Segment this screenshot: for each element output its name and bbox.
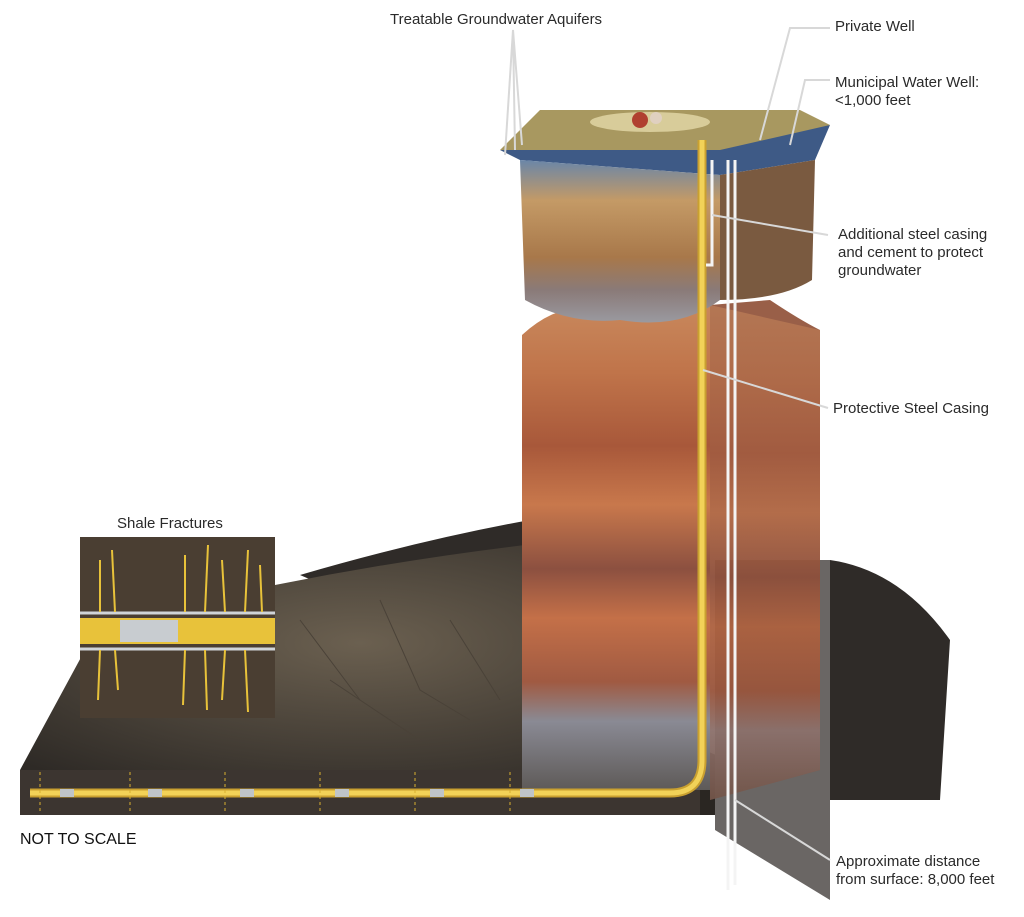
label-additional-casing-2: and cement to protect <box>838 244 984 261</box>
label-shale-fractures: Shale Fractures <box>117 515 223 532</box>
label-not-to-scale: NOT TO SCALE <box>20 831 137 848</box>
label-treatable-aquifers: Treatable Groundwater Aquifers <box>390 11 603 28</box>
upper-block-aquifers <box>500 110 830 323</box>
wellbore <box>30 140 707 812</box>
label-private-well: Private Well <box>835 18 915 35</box>
label-distance-2: from surface: 8,000 feet <box>836 871 995 888</box>
leader-lines <box>504 27 831 861</box>
label-municipal-well-1: Municipal Water Well: <box>835 74 980 91</box>
label-distance-1: Approximate distance <box>836 853 981 870</box>
casing-lines <box>706 160 737 890</box>
shale-fractures-inset <box>80 537 275 718</box>
rock-column <box>522 298 820 800</box>
label-municipal-well-2: <1,000 feet <box>835 92 911 109</box>
label-additional-casing-3: groundwater <box>838 262 922 279</box>
label-additional-casing-1: Additional steel casing <box>838 226 988 243</box>
label-protective-casing: Protective Steel Casing <box>833 400 989 417</box>
